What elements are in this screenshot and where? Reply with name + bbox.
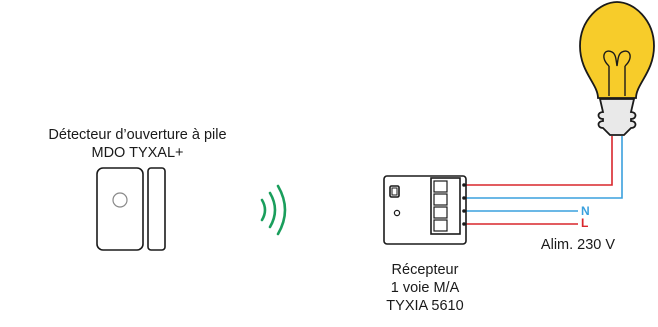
live-wire-to-bulb: [466, 136, 613, 186]
detector-title-line2: MDO TYXAL+: [91, 145, 184, 161]
radio-waves-icon: [260, 184, 287, 236]
wires: [466, 136, 623, 225]
supply-label: Alim. 230 V: [540, 237, 616, 253]
light-bulb-icon: [579, 1, 655, 136]
receiver-label-line1: Récepteur: [391, 262, 459, 278]
neutral-letter: N: [581, 204, 590, 218]
live-letter: L: [581, 216, 589, 230]
door-window-sensor-icon: [96, 167, 166, 251]
neutral-wire-to-bulb: [466, 136, 623, 199]
receiver-label-line3: TYXIA 5610: [386, 298, 464, 314]
receiver-module-icon: [383, 175, 467, 245]
detector-title-line1: Détecteur d’ouverture à pile: [48, 127, 227, 143]
receiver-label-line2: 1 voie M/A: [390, 280, 460, 296]
